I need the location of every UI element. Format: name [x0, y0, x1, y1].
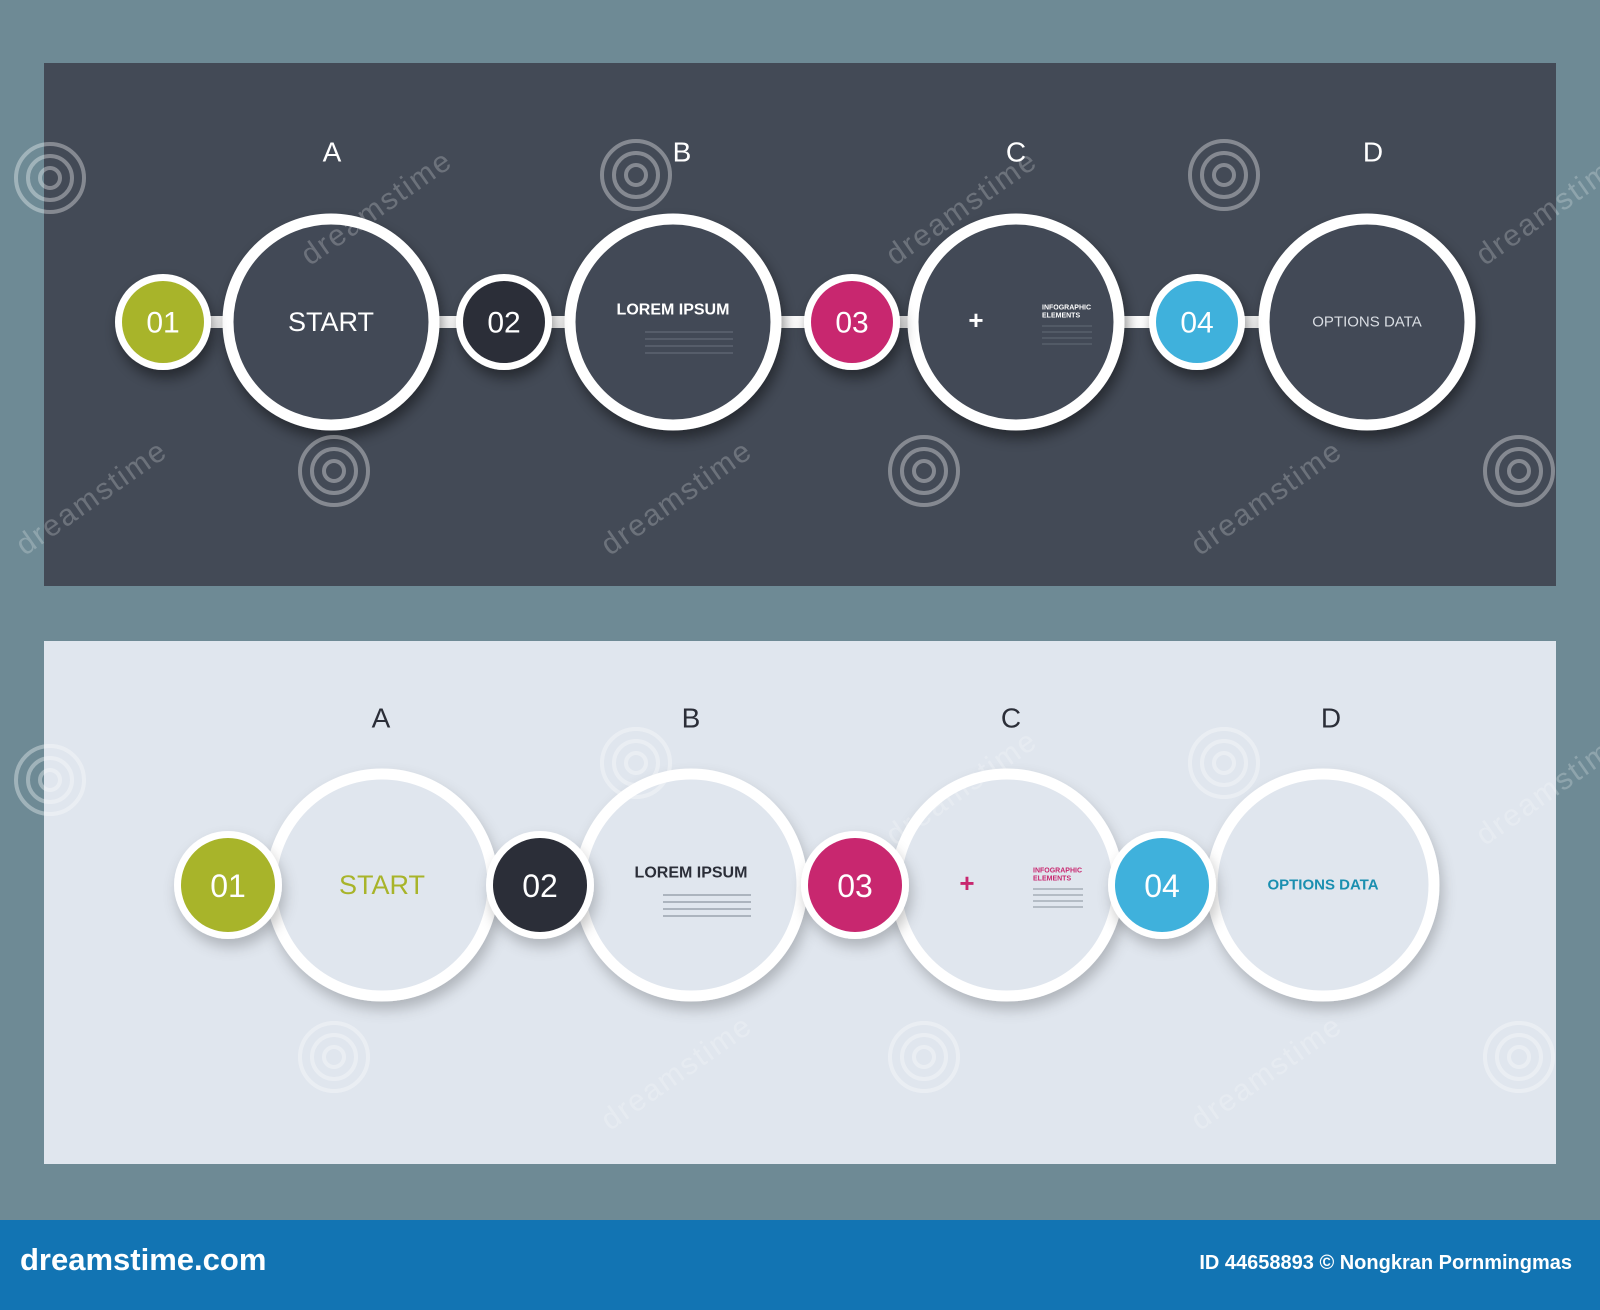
watermark-spiral-icon — [1483, 1021, 1555, 1093]
plus-icon: + — [959, 868, 974, 898]
options-label: OPTIONS DATA — [1312, 314, 1421, 331]
watermark-spiral-icon — [14, 142, 86, 214]
watermark-spiral-icon — [298, 1021, 370, 1093]
badge-number-04: 04 — [1180, 307, 1213, 340]
badge-01 — [122, 281, 204, 363]
watermark-spiral-icon — [600, 139, 672, 211]
watermark-spiral-icon — [1188, 727, 1260, 799]
step-ring-2 — [564, 213, 782, 431]
step-letter-b: B — [682, 703, 701, 734]
badge-number-04: 04 — [1144, 868, 1180, 904]
watermark-spiral-icon — [888, 1021, 960, 1093]
dark-infographic-panel: 01 02 03 04 A B C D START LOREM IPSUM + INFOGRAPHIC… — [44, 63, 1556, 586]
badge-03 — [811, 281, 893, 363]
infographic-label-line2: ELEMENTS — [1033, 876, 1071, 883]
options-label: OPTIONS DATA — [1267, 877, 1378, 894]
badge-number-03: 03 — [835, 307, 868, 340]
step-letter-a: A — [372, 703, 391, 734]
watermark-spiral-icon — [1483, 435, 1555, 507]
step-letter-c: C — [1006, 137, 1026, 168]
badge-04 — [1115, 838, 1209, 932]
badge-number-01: 01 — [146, 307, 179, 340]
badge-number-03: 03 — [837, 868, 873, 904]
badge-02 — [493, 838, 587, 932]
badge-number-02: 02 — [487, 307, 520, 340]
light-process-diagram: 01 02 03 04 A B C D START LOREM IPSUM + INFOGRAPHIC… — [174, 703, 1555, 1093]
step-ring-2 — [574, 768, 808, 1002]
infographic-label-line2: ELEMENTS — [1042, 313, 1080, 320]
plus-icon: + — [968, 305, 983, 335]
step-letter-d: D — [1321, 703, 1341, 734]
lorem-title: LOREM IPSUM — [635, 865, 748, 882]
image-credit: ID 44658893 © Nongkran Pornmingmas — [1199, 1252, 1572, 1274]
infographic-label-line1: INFOGRAPHIC — [1033, 868, 1082, 875]
dark-process-diagram: 01 02 03 04 A B C D START LOREM IPSUM + INFOGRAPHIC… — [115, 137, 1555, 507]
lorem-title: LOREM IPSUM — [617, 302, 730, 319]
watermark-spiral-icon — [600, 727, 672, 799]
watermark-spiral-icon — [1188, 139, 1260, 211]
start-label: START — [288, 307, 374, 337]
step-ring-3 — [907, 213, 1125, 431]
badge-03 — [808, 838, 902, 932]
watermark-spiral-icon — [888, 435, 960, 507]
light-infographic-panel: 01 02 03 04 A B C D START LOREM IPSUM + INFOGRAPHIC… — [44, 641, 1556, 1164]
badge-02 — [463, 281, 545, 363]
step-letter-a: A — [323, 137, 342, 168]
brand-logo-text[interactable]: dreamstime.com — [20, 1242, 267, 1277]
step-letter-d: D — [1363, 137, 1383, 168]
step-ring-4 — [1258, 213, 1476, 431]
infographic-label-line1: INFOGRAPHIC — [1042, 305, 1091, 312]
start-label: START — [339, 870, 425, 900]
step-letter-c: C — [1001, 703, 1021, 734]
step-letter-b: B — [673, 137, 692, 168]
badge-01 — [181, 838, 275, 932]
step-ring-1 — [222, 213, 440, 431]
badge-number-02: 02 — [522, 868, 558, 904]
badge-number-01: 01 — [210, 868, 246, 904]
badge-04 — [1156, 281, 1238, 363]
watermark-spiral-icon — [14, 744, 86, 816]
footer-bar: dreamstime.com ID 44658893 © Nongkran Po… — [0, 1220, 1600, 1310]
watermark-spiral-icon — [298, 435, 370, 507]
